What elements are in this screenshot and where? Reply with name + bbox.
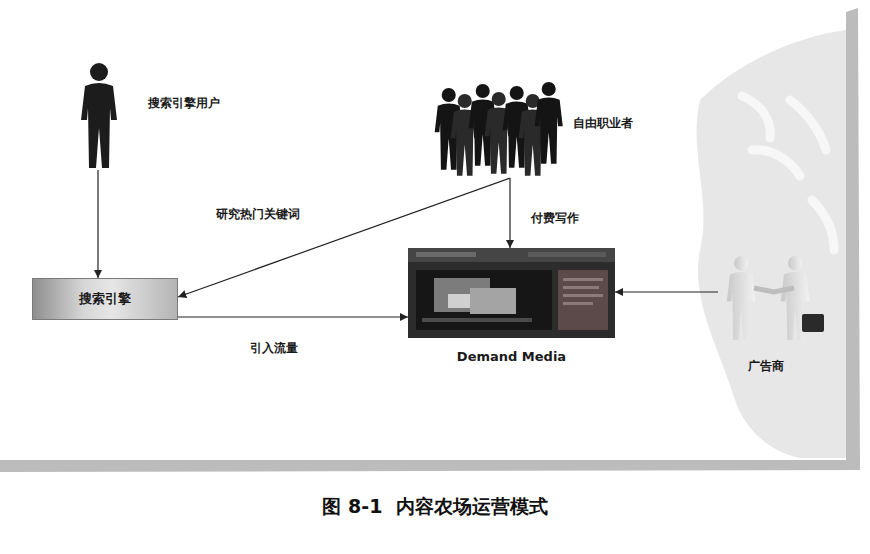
- user-node: 搜索引擎用户: [75, 58, 255, 170]
- flow-arrow: [97, 170, 98, 278]
- freelancer-group-icon: [430, 78, 565, 178]
- website-screenshot: [408, 248, 615, 338]
- handshake-icon: [718, 250, 833, 342]
- watermark-seal: [697, 30, 846, 458]
- node-label: 广告商: [748, 358, 784, 375]
- edge-label: 研究热门关键词: [213, 205, 303, 224]
- person-figure: [727, 256, 756, 340]
- node-label: 搜索引擎用户: [148, 95, 220, 112]
- panel-shadow: [0, 8, 860, 472]
- edge-label: 付费写作: [528, 209, 582, 228]
- node-label: 自由职业者: [573, 115, 633, 132]
- edge-label: 引入流量: [247, 339, 301, 358]
- flow-arrow: [615, 291, 718, 292]
- advertiser-node: 广告商: [718, 250, 833, 380]
- node-label: 搜索引擎: [33, 290, 177, 308]
- user-icon: [75, 58, 123, 170]
- briefcase: [802, 314, 824, 332]
- node-label: Demand Media: [408, 349, 615, 364]
- flow-arrow: [178, 316, 408, 317]
- search-engine-box: 搜索引擎: [32, 278, 178, 320]
- watermark-glyph: [742, 96, 834, 250]
- person-figure: [535, 82, 563, 164]
- website-node: Demand Media: [408, 248, 615, 370]
- figure-caption: 图 8-1 内容农场运营模式: [0, 494, 870, 520]
- flow-arrow: [509, 178, 510, 248]
- freelancer-node: 自由职业者: [430, 75, 660, 178]
- person-figure: [81, 63, 117, 168]
